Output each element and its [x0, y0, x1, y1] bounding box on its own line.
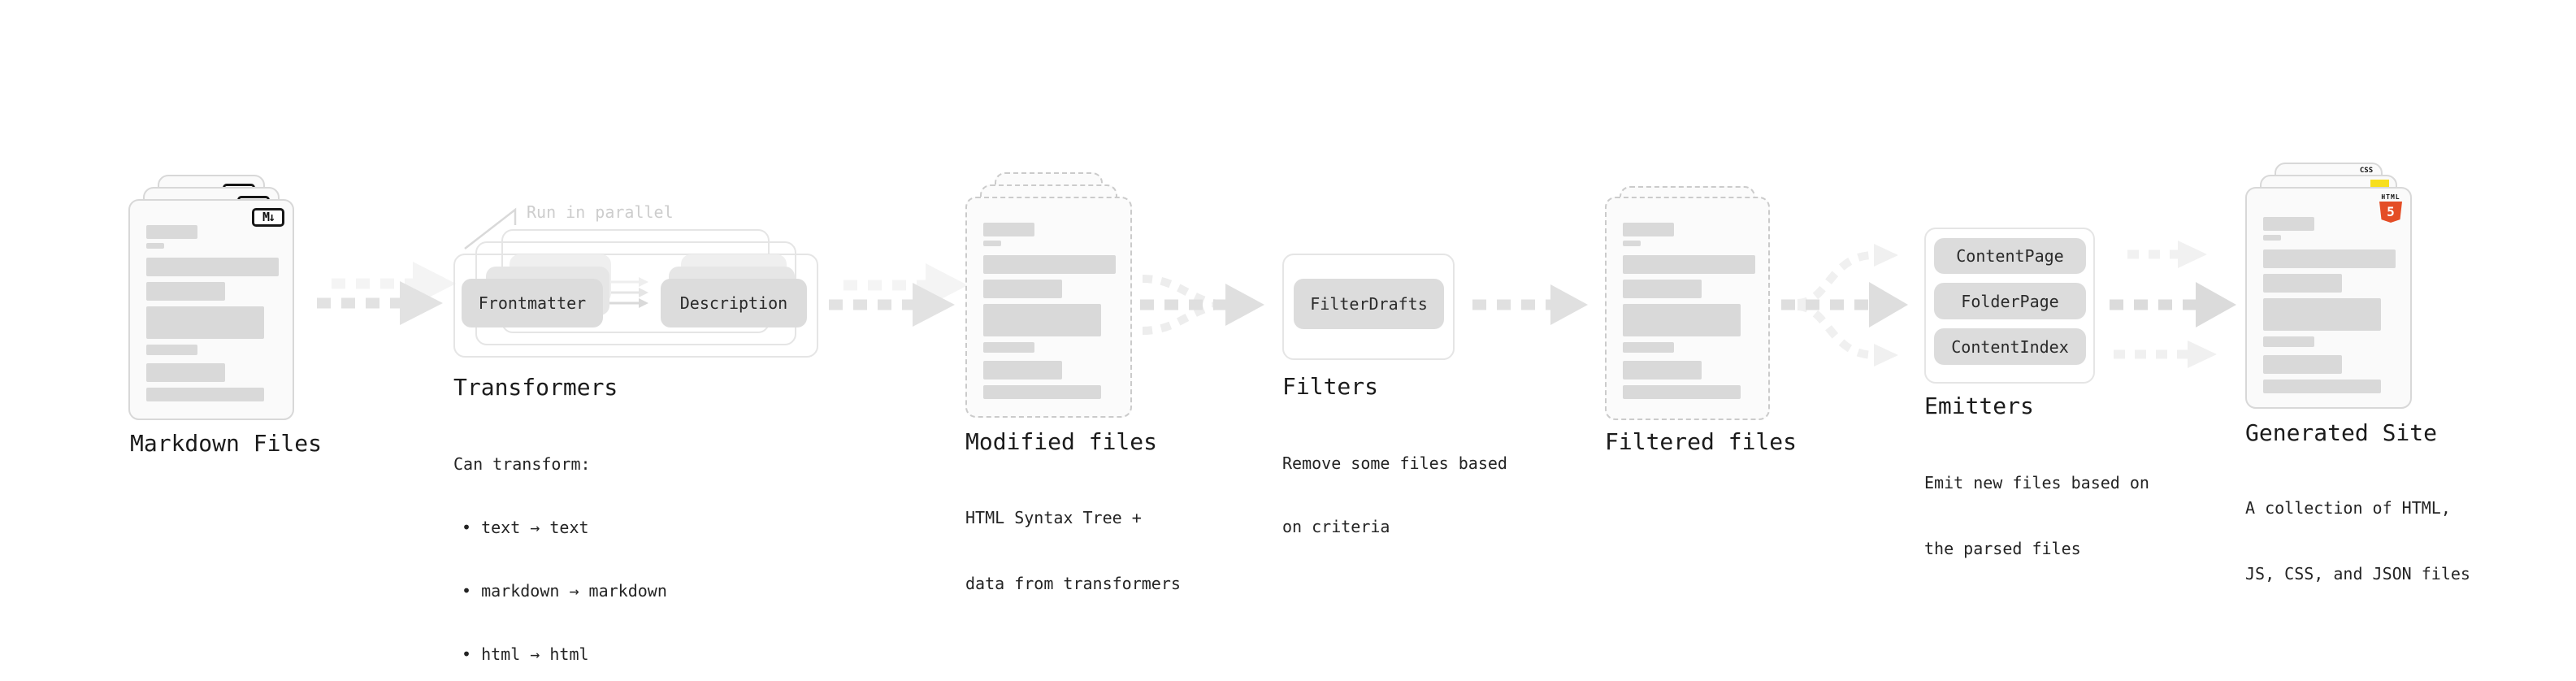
emitters-description: Emit new files based on the parsed files	[1924, 428, 2149, 604]
html5-wordmark: HTML	[2381, 193, 2400, 201]
doc-text-line	[1623, 361, 1702, 380]
chip-filterdrafts: FilterDrafts	[1294, 279, 1444, 329]
doc-text-line	[983, 241, 1001, 246]
emitters-desc-line: the parsed files	[1924, 539, 2081, 558]
doc-card-front	[1605, 197, 1770, 420]
arrow-modified-to-filters	[1140, 275, 1264, 335]
doc-text-line	[146, 345, 197, 355]
filtered-files-label: Filtered files	[1605, 428, 1798, 455]
generated-site-label: Generated Site	[2245, 419, 2438, 446]
arrow-transformers-to-modified	[829, 263, 968, 327]
doc-text-line	[2263, 380, 2381, 393]
doc-card-front: HTML 5	[2245, 187, 2412, 409]
filters-desc-line: on criteria	[1282, 517, 1390, 536]
doc-card-front	[965, 197, 1132, 418]
chip-frontmatter: Frontmatter	[462, 279, 603, 327]
modified-files-description: HTML Syntax Tree + data from transformer…	[965, 463, 1181, 639]
diverge-top-curve	[1797, 251, 1875, 307]
run-in-parallel-note: Run in parallel	[527, 202, 674, 222]
doc-text-line	[146, 258, 279, 276]
arrow-emitters-to-generated-middle	[2110, 282, 2236, 327]
transformers-label: Transformers	[453, 374, 618, 401]
emitters-box	[1924, 228, 2095, 384]
doc-text-line	[983, 361, 1062, 380]
generated-desc-line: JS, CSS, and JSON files	[2245, 564, 2470, 583]
chip-contentindex: ContentIndex	[1934, 328, 2086, 365]
modified-files-label: Modified files	[965, 428, 1158, 455]
doc-text-line	[1623, 342, 1674, 353]
emitters-desc-line: Emit new files based on	[1924, 473, 2149, 492]
transformers-desc-line: Can transform:	[453, 454, 591, 474]
doc-text-line	[2263, 298, 2381, 331]
markdown-icon: M↓	[252, 208, 284, 227]
generated-site-description: A collection of HTML, JS, CSS, and JSON …	[2245, 453, 2470, 629]
doc-text-line	[146, 225, 197, 239]
doc-text-line	[983, 255, 1116, 274]
doc-text-line	[1623, 223, 1674, 236]
html5-icon: HTML 5	[2379, 193, 2402, 223]
arrow-filtered-to-emitters	[1781, 244, 1908, 367]
arrow-emitters-to-generated-top	[2127, 241, 2207, 268]
generated-desc-line: A collection of HTML,	[2245, 498, 2451, 518]
js-icon	[2370, 180, 2389, 189]
transformers-desc-line: • text → text	[462, 518, 589, 537]
doc-text-line	[2263, 355, 2342, 374]
emitters-label: Emitters	[1924, 393, 2034, 419]
filters-desc-line: Remove some files based	[1282, 453, 1507, 473]
transformers-desc-line: • markdown → markdown	[462, 581, 667, 601]
doc-text-line	[983, 280, 1062, 298]
chip-description: Description	[661, 279, 807, 327]
doc-text-line	[983, 304, 1101, 336]
doc-text-line	[146, 363, 225, 382]
doc-card-front: M↓	[128, 199, 294, 420]
run-in-parallel-leader	[464, 207, 517, 249]
doc-text-line	[146, 282, 225, 301]
transformers-desc-line: • html → html	[462, 644, 589, 664]
doc-text-line	[983, 385, 1101, 399]
modified-desc-line: data from transformers	[965, 574, 1181, 593]
chip-contentpage: ContentPage	[1934, 238, 2086, 274]
doc-text-line	[146, 388, 264, 401]
transformers-box-front	[453, 254, 818, 358]
transformers-description: Can transform: • text → text • markdown …	[453, 411, 667, 681]
filters-description: Remove some files based on criteria	[1282, 410, 1507, 579]
html5-shield: 5	[2379, 202, 2402, 223]
doc-text-line	[2263, 274, 2342, 293]
doc-text-line	[146, 243, 164, 249]
arrow-emitters-to-generated-bottom	[2114, 340, 2217, 368]
doc-text-line	[146, 306, 264, 339]
doc-text-line	[1623, 385, 1741, 399]
filters-box	[1282, 254, 1455, 360]
modified-desc-line: HTML Syntax Tree +	[965, 508, 1142, 527]
doc-text-line	[983, 223, 1034, 236]
doc-text-line	[1623, 280, 1702, 298]
doc-text-line	[1623, 255, 1755, 274]
doc-text-line	[1623, 241, 1641, 246]
arrow-filters-to-filtered	[1472, 284, 1588, 325]
converge-bottom-curve	[1142, 301, 1224, 335]
transformer-chip-arrows	[609, 277, 648, 308]
converge-top-curve	[1142, 275, 1224, 309]
doc-text-line	[2263, 249, 2396, 268]
chip-folderpage: FolderPage	[1934, 283, 2086, 319]
doc-text-line	[2263, 217, 2314, 231]
filters-label: Filters	[1282, 373, 1379, 400]
diverge-bottom-curve	[1797, 302, 1875, 359]
markdown-files-label: Markdown Files	[130, 430, 323, 457]
doc-text-line	[2263, 235, 2281, 241]
doc-text-line	[983, 342, 1034, 353]
doc-text-line	[2263, 336, 2314, 347]
arrow-markdown-to-transformers	[317, 262, 456, 325]
doc-text-line	[1623, 304, 1741, 336]
